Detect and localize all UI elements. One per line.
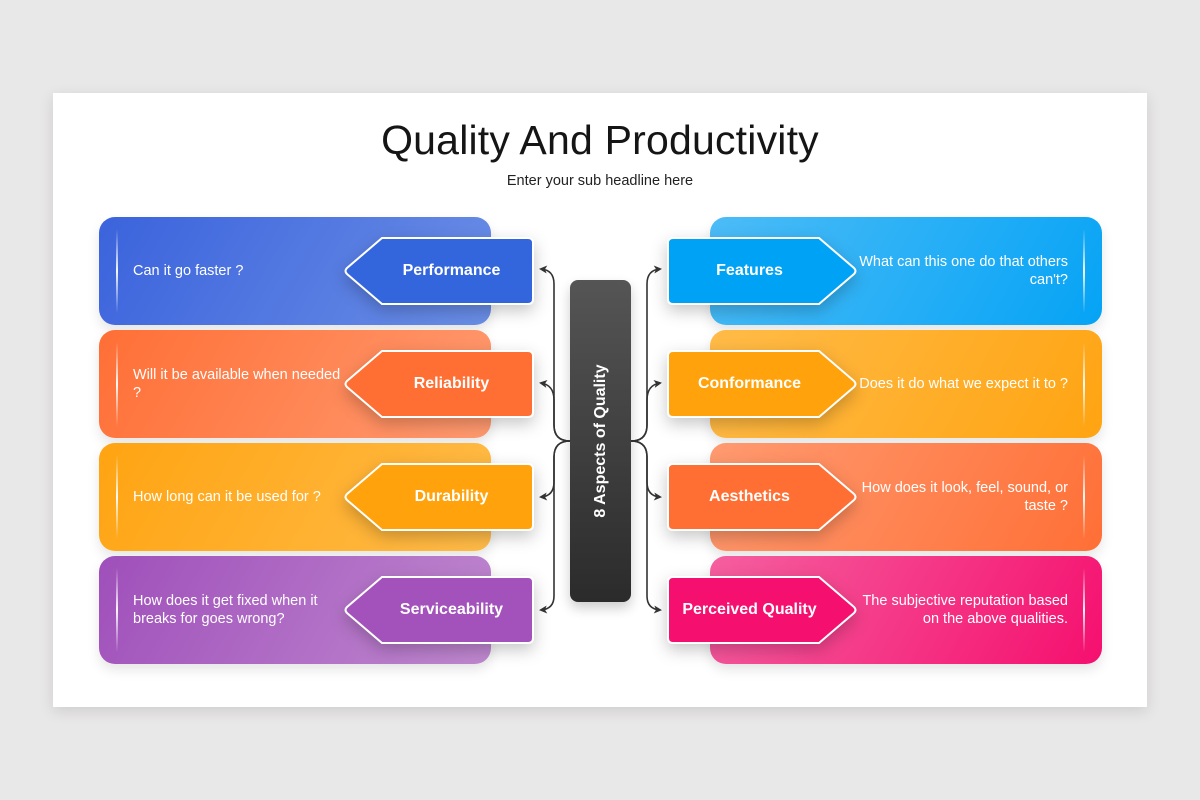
tag-label: Serviceability bbox=[399, 601, 504, 618]
tag-shape-icon bbox=[667, 463, 857, 531]
tag-durability: Durability bbox=[344, 463, 534, 531]
tag-shape-icon bbox=[667, 350, 857, 418]
tag-shape-icon bbox=[344, 237, 534, 305]
tag-label: Aesthetics bbox=[709, 488, 790, 505]
card-question: How does it get fixed when it breaks for… bbox=[133, 593, 318, 627]
subtitle: Enter your sub headline here bbox=[506, 173, 694, 189]
card-divider bbox=[1083, 342, 1085, 426]
tag-label: Reliability bbox=[413, 375, 490, 392]
center-pill: 8 Aspects of Quality bbox=[570, 280, 631, 602]
tag-serviceability: Serviceability bbox=[344, 576, 534, 644]
card-reliability: Will it be available when needed ? bbox=[99, 330, 491, 438]
tag-conformance: Conformance bbox=[667, 350, 857, 418]
tag-label: Performance bbox=[402, 262, 501, 279]
card-divider bbox=[1083, 568, 1085, 652]
tag-shape-icon bbox=[344, 350, 534, 418]
tag-aesthetics: Aesthetics bbox=[667, 463, 857, 531]
card-divider bbox=[1083, 229, 1085, 313]
tag-reliability: Reliability bbox=[344, 350, 534, 418]
tag-perceived-quality: Perceived Quality bbox=[667, 576, 857, 644]
card-divider bbox=[116, 568, 118, 652]
page-title: Quality And Productivity bbox=[381, 117, 819, 163]
card-divider bbox=[1083, 455, 1085, 539]
tag-label: Durability bbox=[414, 488, 489, 505]
card-question: How long can it be used for ? bbox=[133, 489, 321, 505]
tag-shape-icon bbox=[667, 237, 857, 305]
center-label: 8 Aspects of Quality bbox=[591, 364, 609, 518]
tag-performance: Performance bbox=[344, 237, 534, 305]
card-question: What can this one do that others can't? bbox=[859, 254, 1068, 288]
card-question: Can it go faster ? bbox=[133, 263, 244, 279]
card-divider bbox=[116, 229, 118, 313]
tag-label: Conformance bbox=[697, 375, 802, 392]
card-divider bbox=[116, 455, 118, 539]
tag-features: Features bbox=[667, 237, 857, 305]
card-question: How does it look, feel, sound, or taste … bbox=[861, 480, 1068, 514]
card-question: The subjective reputation based on the a… bbox=[862, 593, 1068, 627]
tag-label: Perceived Quality bbox=[682, 601, 817, 618]
tag-shape-icon bbox=[667, 576, 857, 644]
tag-shape-icon bbox=[344, 463, 534, 531]
card-divider bbox=[116, 342, 118, 426]
card-question: Will it be available when needed ? bbox=[133, 367, 341, 401]
tag-shape-icon bbox=[344, 576, 534, 644]
card-question: Does it do what we expect it to ? bbox=[859, 376, 1068, 392]
tag-label: Features bbox=[716, 262, 783, 279]
